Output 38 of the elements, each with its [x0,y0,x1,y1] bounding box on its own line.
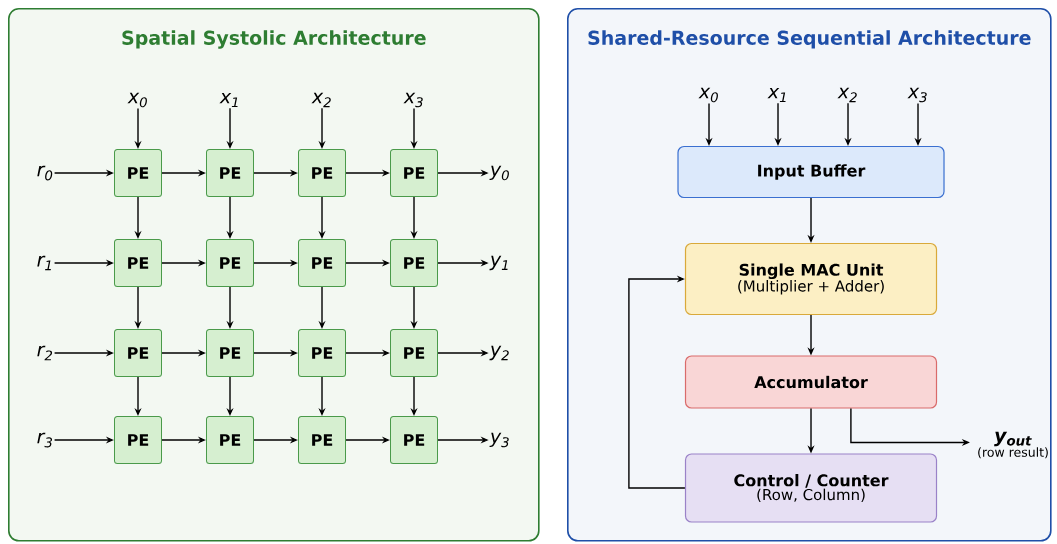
pe-box: PE [114,149,162,197]
signal-label: x$_{0}$ [698,87,718,103]
pe-box: PE [206,416,254,464]
block-box: Control / Counter (Row, Column) [684,453,938,523]
pe-box: PE [114,239,162,287]
pe-box: PE [390,239,438,287]
signal-label: r$_{0}$ [37,165,53,181]
signal-label: y$_{0}$ [489,165,509,181]
signal-label: x$_{3}$ [403,92,423,108]
signal-label: x$_{1}$ [767,87,786,103]
block-box: Input Buffer [677,145,945,199]
output-label: y$_{out}$ (row result) [978,431,1048,459]
signal-label: x$_{0}$ [127,92,147,108]
arrow [628,275,686,489]
signal-label: x$_{2}$ [837,87,857,103]
pe-box: PE [298,239,346,287]
pe-box: PE [298,149,346,197]
signal-label: y$_{3}$ [489,432,509,448]
pe-box: PE [298,329,346,377]
pe-box: PE [114,329,162,377]
pe-box: PE [206,239,254,287]
pe-box: PE [390,416,438,464]
signal-label: x$_{1}$ [219,92,238,108]
signal-label: r$_{1}$ [37,255,51,271]
signal-label: x$_{2}$ [311,92,331,108]
pe-box: PE [206,149,254,197]
block-box: Accumulator [684,355,938,409]
pe-box: PE [390,329,438,377]
pe-box: PE [114,416,162,464]
pe-box: PE [390,149,438,197]
pe-box: PE [298,416,346,464]
signal-label: r$_{2}$ [37,345,53,361]
signal-label: y$_{2}$ [489,345,509,361]
signal-label: y$_{1}$ [489,255,508,271]
signal-label: x$_{3}$ [907,87,927,103]
signal-label: r$_{3}$ [37,432,53,448]
block-box: Single MAC Unit (Multiplier + Adder) [684,242,938,316]
pe-box: PE [206,329,254,377]
